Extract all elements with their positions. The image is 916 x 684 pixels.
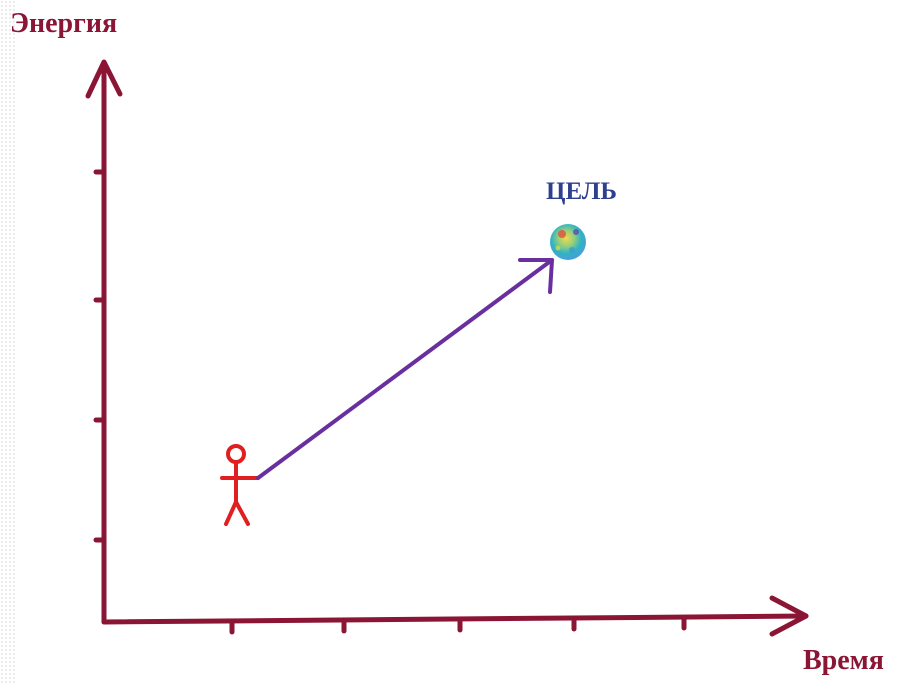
x-axis-line [101,613,809,625]
y-axis-label: Энергия [10,8,118,39]
y-axis-ticks [93,169,107,543]
path-arrowhead [518,258,554,294]
y-axis-arrowhead [85,59,123,99]
x-axis-label: Время [803,645,884,676]
left-border-texture [0,0,16,684]
x-axis-ticks [229,615,687,635]
x-axis-arrowhead [769,595,809,637]
goal-label: ЦЕЛЬ [546,178,617,205]
path-arrow [256,258,554,480]
axes [85,59,809,637]
goal-ball-icon [550,224,586,260]
stick-figure-icon [220,444,260,526]
